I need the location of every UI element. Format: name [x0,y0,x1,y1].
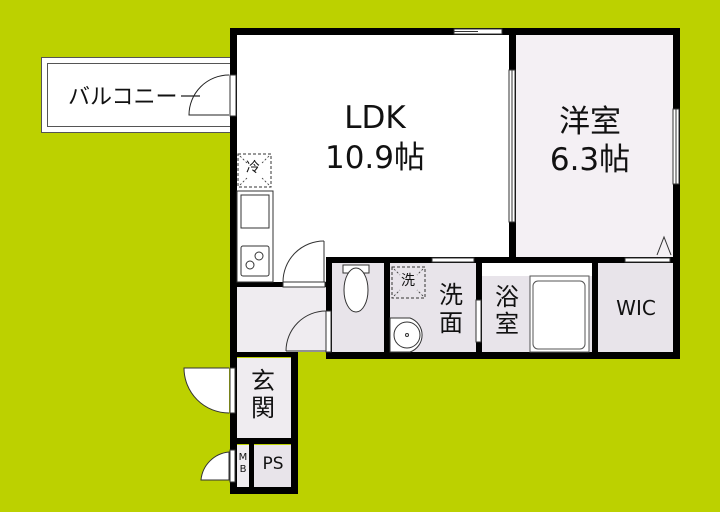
bathroom-label-1: 浴 [495,283,519,311]
western-room-name: 洋室 [559,104,621,140]
wall-right [673,28,680,358]
mb-room [236,445,250,487]
entrance-label-1: 玄 [251,367,275,395]
wall-kitchen-bottom [230,282,328,287]
wall-entrance-bottom [230,438,298,444]
balcony-label: バルコニー [68,85,178,110]
wall-left [230,28,237,494]
wall-bottom-right [326,352,680,359]
ldk-room [236,34,510,287]
wall-service-top [326,257,680,263]
ps-label: PS [262,454,284,474]
entrance-label-2: 関 [251,394,275,422]
ldk-size: 10.9帖 [324,140,426,176]
balcony [41,57,232,133]
washer-label: 洗 [401,273,415,289]
wall-entrance-top [230,352,298,357]
wall-toilet-right [384,257,390,358]
mb-label-1: M [238,452,248,463]
entrance-room [236,358,292,438]
wic-label: WIC [616,296,656,320]
wic-room [598,262,673,352]
wall-entrance-right [291,352,298,494]
fridge-label: 冷 [246,160,260,176]
wall-bottom [230,487,298,494]
wall-bath-wic [592,257,598,358]
wall-mb-ps [249,438,254,490]
western-room [516,34,673,257]
washroom-label-1: 洗 [439,281,463,309]
ps-room [254,445,292,487]
wall-toilet-left [326,257,332,358]
ldk-name: LDK [344,100,406,136]
bathroom-label-2: 室 [495,310,519,338]
washroom-label-2: 面 [439,309,463,337]
hallway [236,287,328,352]
mb-label-2: B [239,464,247,475]
western-room-size: 6.3帖 [549,142,631,178]
